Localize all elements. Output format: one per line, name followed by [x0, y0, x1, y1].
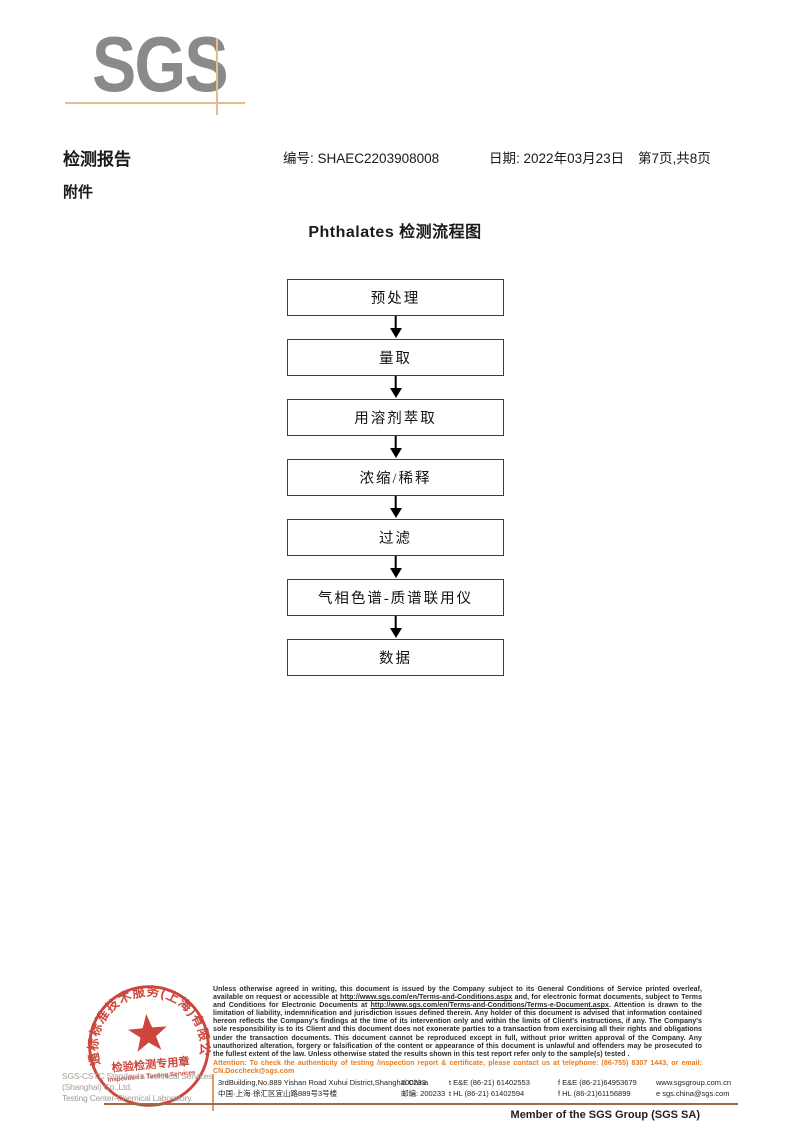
address-row-en: 3rdBuilding,No.889 Yishan Road Xuhui Dis…	[218, 1077, 738, 1088]
fax-ee: f E&E (86-21)64953679	[558, 1077, 637, 1087]
stamp-ring-text: 通标标准技术服务(上海)有限公司	[73, 970, 213, 1068]
address-street-en: 3rdBuilding,No.889 Yishan Road Xuhui Dis…	[218, 1077, 429, 1087]
flowchart-title: Phthalates 检测流程图	[308, 224, 482, 241]
phone-ee: t E&E (86-21) 61402553	[449, 1077, 530, 1087]
flowchart-step-measure: 量取	[287, 339, 504, 376]
lab-company-name: SGS-CSTC Standards Technical Services (S…	[62, 1071, 222, 1104]
report-title: 检测报告	[63, 150, 131, 169]
doccheck-email-link[interactable]: CN.Doccheck@sgs.com	[213, 1067, 295, 1075]
phone-hl: t HL (86-21) 61402594	[449, 1088, 525, 1098]
report-date-label: 日期:	[489, 151, 520, 166]
page-indicator: 第7页,共8页	[638, 151, 711, 166]
address-postcode-en: 200233	[401, 1077, 427, 1087]
disclaimer-text-1: Unless otherwise agreed in writing, this…	[213, 986, 702, 1002]
logo-crosshair-horizontal	[65, 102, 245, 104]
sgs-logo: SGS	[92, 20, 229, 108]
lab-company-line1: SGS-CSTC Standards Technical Services (S…	[62, 1071, 213, 1092]
attention-text: Attention: To check the authenticity of …	[213, 1059, 702, 1067]
address-divider-line	[212, 1074, 214, 1111]
address-street-cn: 中国·上海·徐汇区宜山路889号3号楼	[218, 1088, 338, 1098]
flowchart-step-pretreatment: 预处理	[287, 279, 504, 316]
logo-crosshair-vertical	[216, 38, 218, 115]
sgs-group-member-text: Member of the SGS Group (SGS SA)	[510, 1109, 700, 1121]
address-postcode-cn: 邮编: 200233	[401, 1088, 446, 1098]
disclaimer-text-2: and, for electronic format documents, su…	[213, 994, 703, 1010]
flowchart-step-filter: 过滤	[287, 519, 504, 556]
flowchart-step-data: 数据	[287, 639, 504, 676]
terms-e-document-link[interactable]: http://www.sgs.com/en/Terms-and-Conditio…	[370, 1002, 609, 1010]
stamp-star-icon	[128, 1014, 167, 1052]
flow-arrow-down-icon	[287, 616, 504, 639]
report-date-value: 2022年03月23日	[523, 151, 625, 166]
flow-arrow-down-icon	[287, 316, 504, 339]
report-number-label: 编号:	[283, 151, 314, 166]
inspection-stamp-seal: 通标标准技术服务(上海)有限公司 检验检测专用章 Inspection & Te…	[73, 970, 213, 1107]
flowchart-step-solvent-extraction: 用溶剂萃取	[287, 399, 504, 436]
disclaimer-text-3: . Attention is drawn to the limitation o…	[213, 1002, 702, 1058]
report-number-value: SHAEC2203908008	[317, 151, 440, 166]
terms-conditions-link[interactable]: http://www.sgs.com/en/Terms-and-Conditio…	[340, 994, 513, 1002]
flow-arrow-down-icon	[287, 496, 504, 519]
flow-arrow-down-icon	[287, 556, 504, 579]
website-url[interactable]: www.sgsgroup.com.cn	[656, 1077, 732, 1087]
lab-company-line2: Testing Center-Chemical Laboratory.	[62, 1093, 193, 1103]
flowchart-step-concentrate-dilute: 浓缩/稀释	[287, 459, 504, 496]
legal-disclaimer: Unless otherwise agreed in writing, this…	[213, 986, 702, 1076]
flowchart: 预处理 量取 用溶剂萃取 浓缩/稀释 过滤 气相色谱-质谱联用仪 数据	[287, 279, 504, 676]
flowchart-step-gcms: 气相色谱-质谱联用仪	[287, 579, 504, 616]
address-row-cn: 中国·上海·徐汇区宜山路889号3号楼 邮编: 200233 t HL (86-…	[218, 1088, 738, 1099]
flow-arrow-down-icon	[287, 376, 504, 399]
address-block: 3rdBuilding,No.889 Yishan Road Xuhui Dis…	[218, 1077, 738, 1098]
fax-hl: f HL (86-21)61156899	[558, 1088, 631, 1098]
report-date: 日期: 2022年03月23日	[489, 147, 624, 167]
attachment-label: 附件	[63, 184, 94, 201]
email-address[interactable]: e sgs.china@sgs.com	[656, 1088, 730, 1098]
report-number: 编号: SHAEC2203908008	[283, 147, 439, 167]
flow-arrow-down-icon	[287, 436, 504, 459]
authenticity-attention-note: Attention: To check the authenticity of …	[213, 1060, 702, 1076]
svg-text:通标标准技术服务(上海)有限公司: 通标标准技术服务(上海)有限公司	[73, 970, 213, 1068]
footer-rule	[104, 1103, 738, 1106]
